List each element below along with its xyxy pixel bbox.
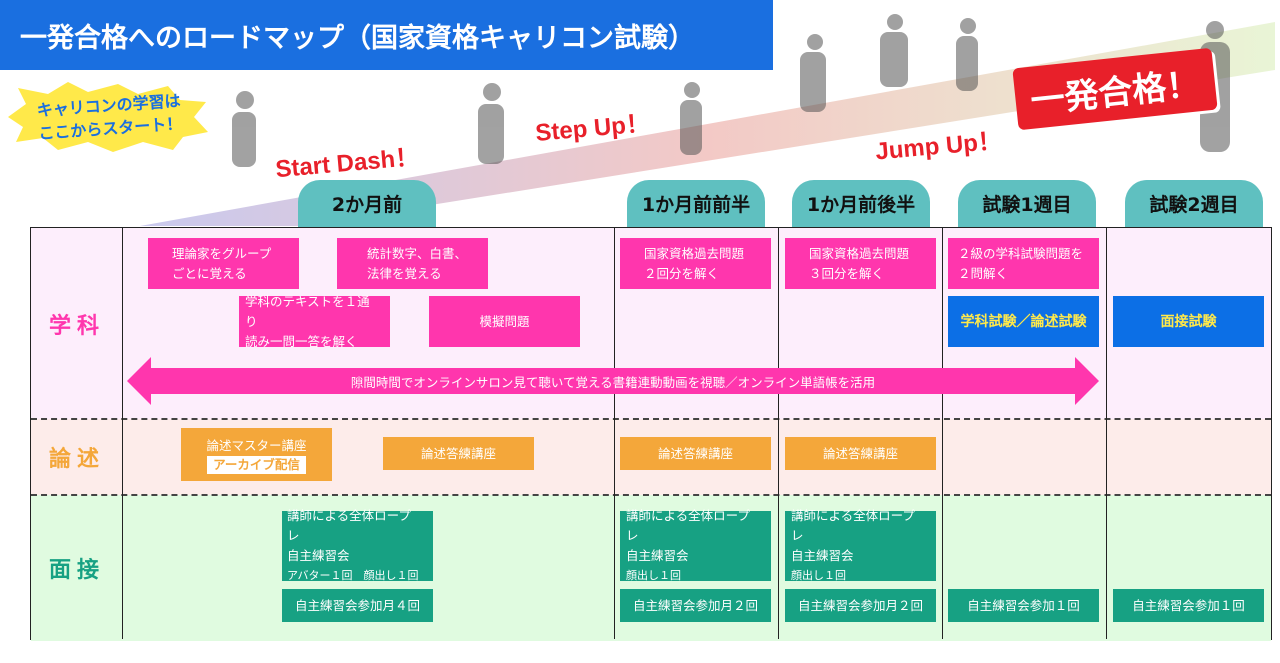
row-label-gakka: 学科 bbox=[48, 313, 105, 339]
task-practice-1: 自主練習会参加１回 bbox=[1113, 589, 1264, 622]
text: 模擬問題 bbox=[479, 313, 530, 329]
text: 国家資格過去問題 bbox=[644, 245, 745, 261]
divider bbox=[122, 228, 123, 639]
task-practice-4: 自主練習会参加月４回 bbox=[282, 589, 433, 622]
written-exam: 学科試験／論述試験 bbox=[948, 296, 1099, 347]
divider bbox=[778, 228, 779, 639]
text: 講師による全体ロープレ bbox=[626, 508, 750, 543]
task-ronjutsu-course: 論述答練講座 bbox=[383, 437, 534, 470]
study-arrow-icon bbox=[127, 357, 1099, 405]
task-roleplay: 講師による全体ロープレ自主練習会顔出し１回 bbox=[785, 508, 936, 582]
task-past-exam-3: 国家資格過去問題 ３回分を解く bbox=[785, 238, 936, 289]
divider bbox=[31, 494, 1271, 496]
divider bbox=[614, 228, 615, 639]
start-burst-icon bbox=[8, 82, 208, 152]
text: 国家資格過去問題 bbox=[809, 245, 910, 261]
task-ronjutsu-course: 論述答練講座 bbox=[620, 437, 771, 470]
tab-exam-week-2: 試験2週目 bbox=[1125, 180, 1263, 227]
text: アバター１回 顔出し１回 bbox=[287, 569, 419, 582]
text: ２回分を解く bbox=[644, 265, 720, 281]
row-label-mensetsu: 面接 bbox=[48, 558, 105, 583]
task-practice-2: 自主練習会参加月２回 bbox=[785, 589, 936, 622]
interview-exam: 面接試験 bbox=[1113, 296, 1264, 347]
text: 読み一問一答を解く bbox=[245, 333, 358, 349]
task-mock-exam: 模擬問題 bbox=[429, 296, 580, 347]
text: 自主練習会 bbox=[626, 548, 689, 563]
task-practice-2: 自主練習会参加月２回 bbox=[620, 589, 771, 622]
task-textbook: 学科のテキストを１通り読み一問一答を解く bbox=[239, 294, 390, 349]
text: 自主練習会 bbox=[791, 548, 854, 563]
task-ronjutsu-course: 論述答練講座 bbox=[785, 437, 936, 470]
text: 統計数字、白書、 bbox=[367, 245, 468, 261]
text: ２問解く bbox=[958, 265, 1009, 281]
tab-exam-week-1: 試験1週目 bbox=[958, 180, 1096, 227]
archive-tag: アーカイブ配信 bbox=[207, 455, 306, 474]
text: ３回分を解く bbox=[809, 265, 885, 281]
row-label-ronjutsu: 論述 bbox=[48, 447, 105, 472]
study-arrow-text: 隙間時間でオンラインサロン見て聴いて覚える書籍連動動画を視聴／オンライン単語帳を… bbox=[350, 375, 876, 390]
text: 講師による全体ロープレ bbox=[287, 508, 411, 543]
task-roleplay: 講師による全体ロープレ自主練習会顔出し１回 bbox=[620, 508, 771, 582]
task-grade2-exam: ２級の学科試験問題を ２問解く bbox=[948, 238, 1099, 289]
task-theorists: 理論家をグループごとに覚える bbox=[148, 238, 299, 289]
page-title: 一発合格へのロードマップ（国家資格キャリコン試験） bbox=[0, 0, 773, 70]
task-practice-1: 自主練習会参加１回 bbox=[948, 589, 1099, 622]
divider bbox=[942, 228, 943, 639]
divider bbox=[31, 418, 1271, 420]
text: 顔出し１回 bbox=[626, 569, 681, 582]
text: 法律を覚える bbox=[367, 265, 442, 281]
text: 理論家をグループ bbox=[172, 245, 272, 261]
task-ronjutsu-master: 論述マスター講座アーカイブ配信 bbox=[181, 428, 332, 481]
tab-2-months-before: 2か月前 bbox=[298, 180, 436, 227]
text: 講師による全体ロープレ bbox=[791, 508, 915, 543]
tab-1-month-second-half: 1か月前後半 bbox=[792, 180, 930, 227]
text: 論述マスター講座 bbox=[206, 437, 307, 453]
text: 自主練習会 bbox=[287, 548, 350, 563]
text: 学科のテキストを１通り bbox=[245, 293, 370, 329]
task-roleplay: 講師による全体ロープレ自主練習会アバター１回 顔出し１回 bbox=[282, 508, 433, 582]
text: ２級の学科試験問題を bbox=[958, 245, 1084, 261]
text: 顔出し１回 bbox=[791, 569, 846, 582]
divider bbox=[1106, 228, 1107, 639]
tab-1-month-first-half: 1か月前前半 bbox=[627, 180, 765, 227]
text: ごとに覚える bbox=[172, 265, 247, 281]
task-past-exam-2: 国家資格過去問題 ２回分を解く bbox=[620, 238, 771, 289]
task-statistics: 統計数字、白書、法律を覚える bbox=[337, 238, 488, 289]
